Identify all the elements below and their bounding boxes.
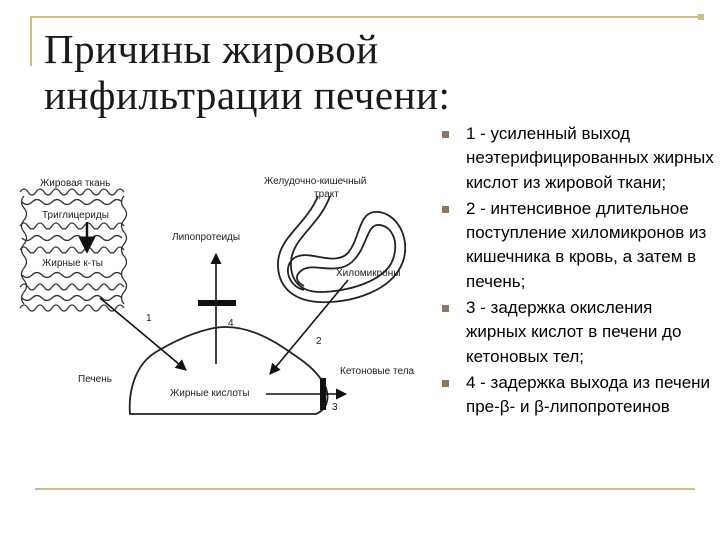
- arrow-2-number: 2: [316, 336, 322, 347]
- frame-top-line: [30, 16, 702, 18]
- title-line-1: Причины жировой: [44, 26, 379, 72]
- list-item: 3 - задержка окисления жирных кислот в п…: [440, 296, 715, 369]
- list-item: 4 - задержка выхода из печени пре-β- и β…: [440, 371, 715, 420]
- title-line-2: инфильтрации печени:: [44, 72, 451, 118]
- fatty-acids-adipose-label: Жирные к-ты: [42, 258, 103, 269]
- adipose-tissue-label: Жировая ткань: [40, 178, 110, 189]
- block-3-bar: [320, 378, 326, 410]
- frame-bottom-line: [35, 488, 695, 490]
- list-item-text: 3 - задержка окисления жирных кислот в п…: [466, 298, 682, 366]
- block-4-number: 4: [228, 318, 234, 329]
- arrow-1-adipose-to-liver: [99, 297, 187, 371]
- liver-shape: [128, 326, 329, 415]
- arrow-1-number: 1: [146, 313, 152, 324]
- chylomicrons-label: Хиломикроны: [336, 268, 400, 279]
- block-3-number: 3: [332, 402, 338, 413]
- bullet-square-icon: [442, 131, 449, 138]
- block-4-bar: [198, 300, 236, 306]
- bullet-square-icon: [442, 305, 449, 313]
- bullet-square-icon: [442, 205, 449, 213]
- frame-left-line: [30, 16, 32, 66]
- list-item: 1 - усиленный выход неэтерифицированных …: [440, 122, 715, 195]
- gi-tract-label-2: тракт: [314, 189, 339, 200]
- causes-list: 1 - усиленный выход неэтерифицированных …: [440, 122, 715, 420]
- bullet-square-icon: [442, 379, 449, 387]
- gi-tract-label-1: Желудочно-кишечный: [264, 176, 366, 187]
- gi-tract-shape: [277, 195, 407, 304]
- slide-title: Причины жировой инфильтрации печени:: [44, 26, 514, 118]
- lipoproteins-label: Липопротеиды: [172, 232, 240, 243]
- triglycerides-label: Триглицериды: [42, 210, 109, 221]
- list-item-text: 1 - усиленный выход неэтерифицированных …: [466, 124, 714, 192]
- fatty-acids-liver-label: Жирные кислоты: [170, 388, 249, 399]
- liver-label: Печень: [78, 374, 112, 385]
- list-item-text: 2 - интенсивное длительное поступление х…: [466, 198, 707, 291]
- frame-corner: [698, 14, 704, 20]
- arrow-2-gi-to-liver: [269, 279, 349, 375]
- list-item: 2 - интенсивное длительное поступление х…: [440, 197, 715, 294]
- list-item-text: 4 - задержка выхода из печени пре-β- и β…: [466, 372, 711, 417]
- ketone-bodies-label: Кетоновые тела: [340, 366, 415, 377]
- adipose-tissue-texture: [19, 188, 128, 312]
